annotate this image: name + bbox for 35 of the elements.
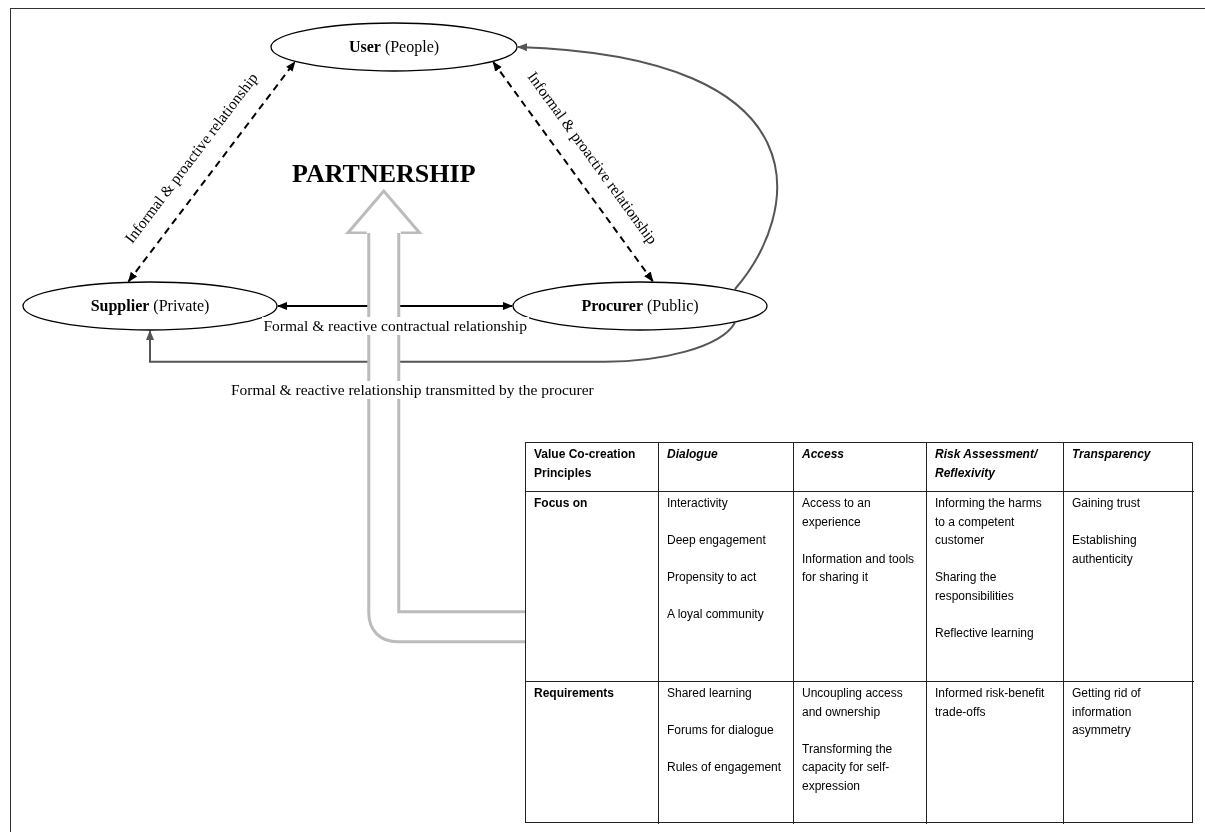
row-header: Requirements [534, 685, 616, 702]
column-header: Transparency [1072, 446, 1152, 463]
cell-text: Shared learning [667, 685, 753, 702]
column-header: Risk Assessment/ Reflexivity [935, 446, 1040, 482]
cell-text: Interactivity [667, 495, 729, 512]
heading-text: PARTNERSHIP [292, 158, 476, 190]
cell-text: Uncoupling access and ownership [802, 685, 904, 721]
cell-text: Access to an experience [802, 495, 872, 531]
cell-text: Getting rid of information asymmetry [1072, 685, 1142, 739]
column-header: Access [802, 446, 846, 463]
cell-text: A loyal community [667, 606, 765, 623]
cell-text: Forums for dialogue [667, 722, 775, 739]
cell-text: Deep engagement [667, 532, 767, 549]
dashed-arrow [127, 61, 296, 283]
cell-text: Informing the harms to a competent customer [935, 495, 1043, 549]
edge-label: Formal & reactive relationship transmitted by the procurer [228, 380, 596, 399]
edge-label: Formal & reactive contractual relationship [261, 317, 529, 335]
cell-text: Reflective learning [935, 624, 1035, 642]
column-header: Value Co-creation Principles [534, 446, 637, 482]
arrow [517, 43, 778, 291]
cell-text: Gaining trust [1072, 495, 1142, 512]
arrow [146, 321, 736, 363]
ellipse-node: User (People) [270, 22, 518, 72]
cell-text: Sharing the responsibilities [935, 569, 1015, 605]
column-header: Dialogue [667, 446, 719, 463]
cell-text: Transforming the capacity for self-expression [802, 740, 894, 795]
dashed-arrow [492, 61, 654, 283]
cell-text: Establishing authenticity [1072, 532, 1138, 568]
hollow-arrow [346, 189, 525, 644]
cell-text: Information and tools for sharing it [802, 550, 916, 586]
cell-text: Rules of engagement [667, 759, 783, 776]
cell-text: Propensity to act [667, 569, 758, 586]
cell-text: Informed risk-benefit trade-offs [935, 685, 1046, 721]
row-header: Focus on [534, 495, 589, 512]
value-table [525, 442, 1193, 823]
